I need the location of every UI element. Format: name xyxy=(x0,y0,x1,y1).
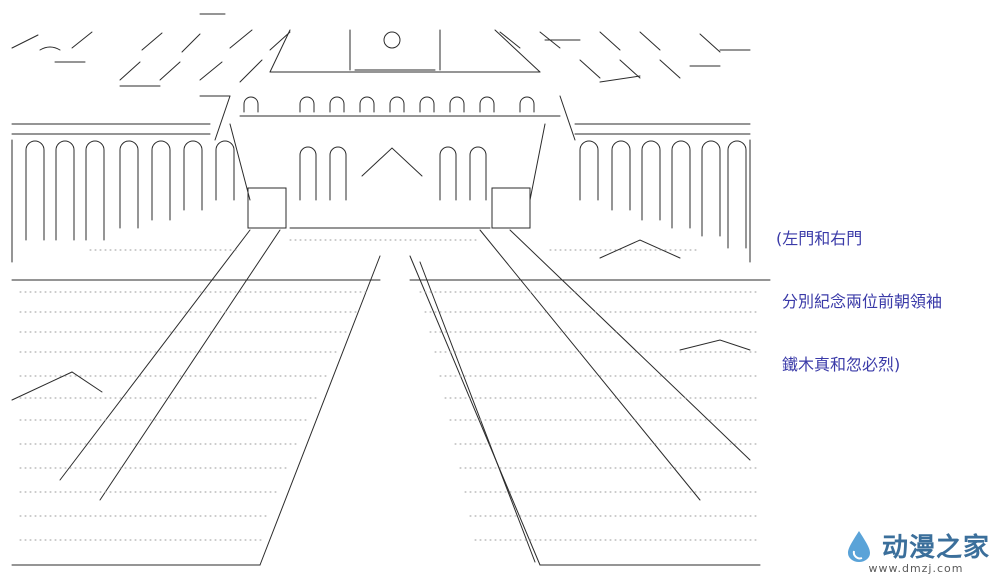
droplet-logo-icon xyxy=(847,530,870,562)
watermark: 动漫之家 www.dmzj.com xyxy=(842,527,990,575)
watermark-brand: 动漫之家 xyxy=(881,533,990,563)
central-gate xyxy=(229,123,546,229)
gallery-arches xyxy=(199,95,576,141)
caption-annotation: (左門和右門 分別紀念兩位前朝領袖 鐵木真和忽必烈) xyxy=(776,186,942,396)
courtyard-floor xyxy=(11,229,771,566)
colonnade xyxy=(11,123,751,263)
caption-line-2: 分別紀念兩位前朝領袖 xyxy=(782,292,943,311)
watermark-url: www.dmzj.com xyxy=(868,562,964,575)
caption-line-1: (左門和右門 xyxy=(776,229,863,248)
upper-pavilion xyxy=(269,29,541,73)
dotted-paving xyxy=(19,239,761,541)
sky-strokes xyxy=(11,13,751,87)
caption-line-3: 鐵木真和忽必烈) xyxy=(782,355,901,374)
